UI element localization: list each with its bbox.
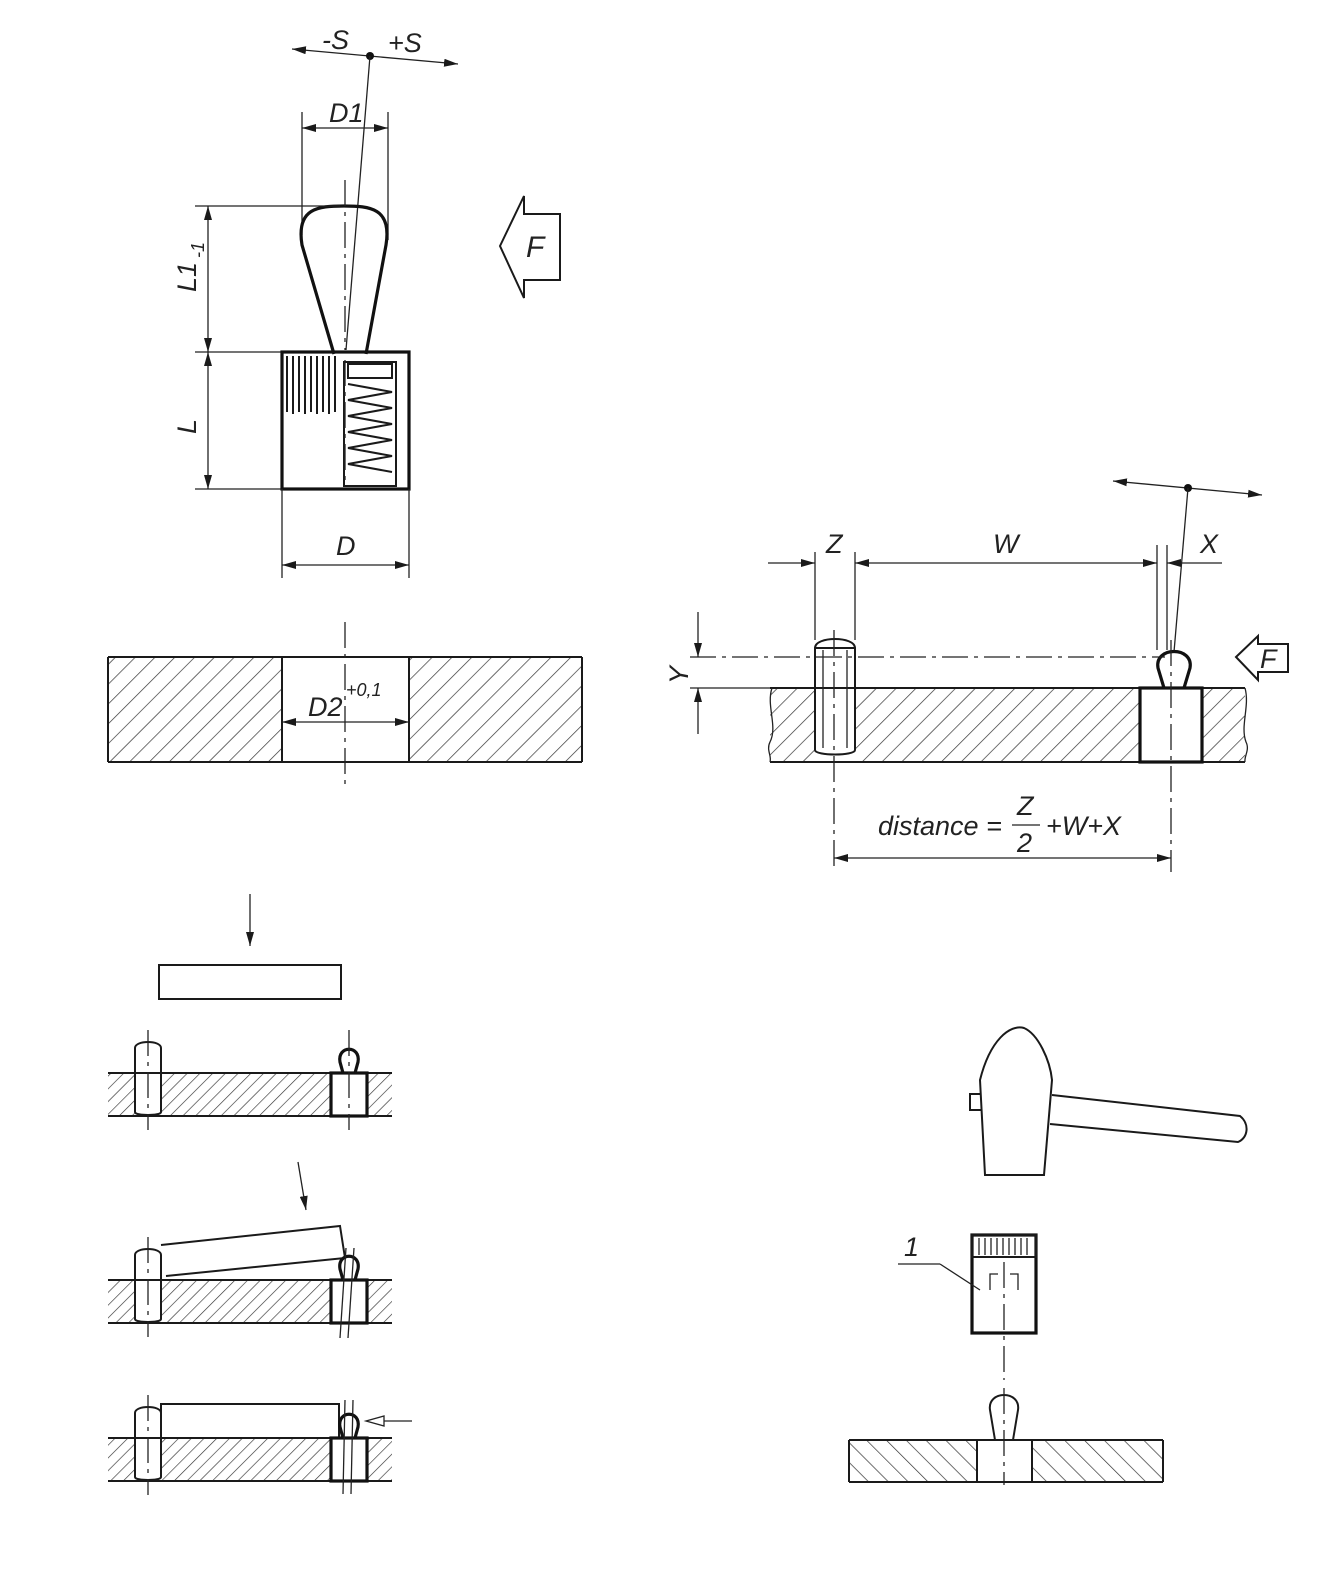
label-plus-s: +S	[388, 28, 422, 58]
label-l1-tolerance: -1	[188, 242, 208, 258]
plunger-side-view: -S +S D1 L1 -1 L D	[172, 25, 459, 578]
label-l1: L1	[172, 262, 202, 292]
force-arrow-top: F	[498, 195, 561, 299]
label-d2: D2	[308, 692, 343, 722]
workpiece-insertion-steps	[108, 894, 412, 1495]
formula-prefix: distance =	[878, 811, 1002, 841]
label-l: L	[172, 419, 202, 434]
label-d1: D1	[329, 98, 364, 128]
force-arrow-right: F	[1234, 633, 1289, 683]
knurl-lines	[286, 356, 336, 414]
mounting-plate-section: D2 +0,1	[107, 622, 583, 790]
label-minus-s: -S	[322, 25, 349, 55]
hammer-assembly-view: 1	[848, 1026, 1248, 1485]
label-y: Y	[664, 664, 694, 684]
label-d: D	[336, 531, 356, 561]
label-w: W	[993, 529, 1021, 559]
knurl-lines-part	[978, 1238, 1028, 1255]
hammer-icon	[969, 1026, 1248, 1176]
label-z: Z	[825, 529, 844, 559]
formula-suffix: +W+X	[1046, 811, 1122, 841]
formula-numerator: Z	[1016, 791, 1035, 821]
formula-denominator: 2	[1016, 828, 1032, 858]
application-distance-view: Y Z W X distance = Z 2 +W+X	[664, 478, 1263, 872]
label-force-top: F	[526, 231, 546, 264]
label-part-number: 1	[904, 1232, 919, 1262]
label-d2-tolerance: +0,1	[346, 680, 382, 700]
label-x: X	[1199, 529, 1219, 559]
label-force-right: F	[1260, 644, 1278, 674]
